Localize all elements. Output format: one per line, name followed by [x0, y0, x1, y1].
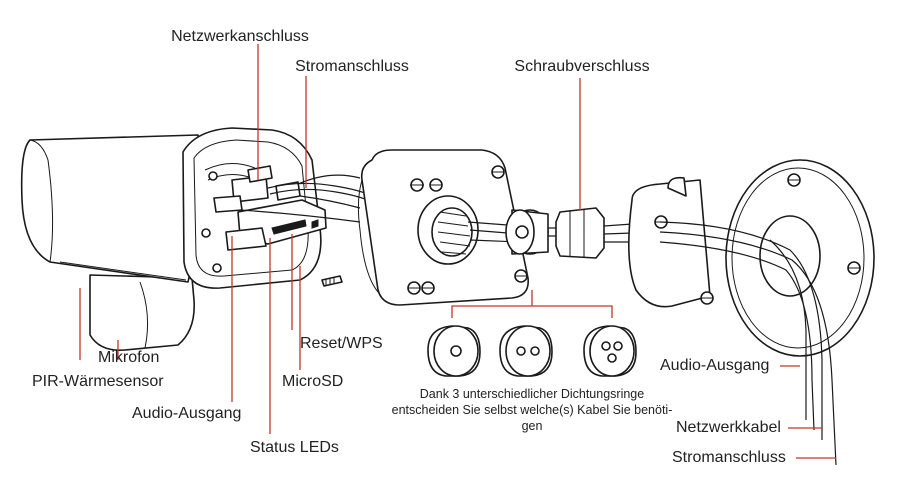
mounting-plate: [357, 149, 529, 306]
label-audio-ausgang-right: Audio-Ausgang: [660, 357, 769, 374]
label-schraubverschluss: Schraubverschluss: [514, 58, 649, 75]
label-netzwerkanschluss: Netzwerkanschluss: [171, 28, 309, 45]
label-audio-ausgang-left: Audio-Ausgang: [132, 405, 241, 422]
label-netzwerkkabel: Netzwerkkabel: [676, 419, 781, 436]
caption-line-2: entscheiden Sie selbst welche(s) Kabel S…: [392, 403, 673, 417]
seal-and-screw-cap: [505, 207, 661, 259]
label-mikrofon: Mikrofon: [98, 349, 159, 366]
label-microsd: MicroSD: [282, 373, 343, 390]
leader-lines: [79, 44, 836, 459]
label-pir-sensor: PIR-Wärmesensor: [32, 373, 164, 390]
label-reset-wps: Reset/WPS: [300, 335, 383, 352]
sealing-rings: [427, 325, 637, 377]
label-stromanschluss-top: Stromanschluss: [295, 58, 409, 75]
caption-line-3: gen: [522, 419, 543, 433]
caption-line-1: Dank 3 unterschiedlicher Dichtungsringe: [420, 387, 644, 401]
label-status-leds: Status LEDs: [250, 439, 339, 456]
wall-mount: [628, 159, 875, 357]
camera-body: [20, 127, 343, 352]
label-stromanschluss-bottom: Stromanschluss: [672, 449, 786, 466]
wall-cables: [659, 221, 837, 466]
